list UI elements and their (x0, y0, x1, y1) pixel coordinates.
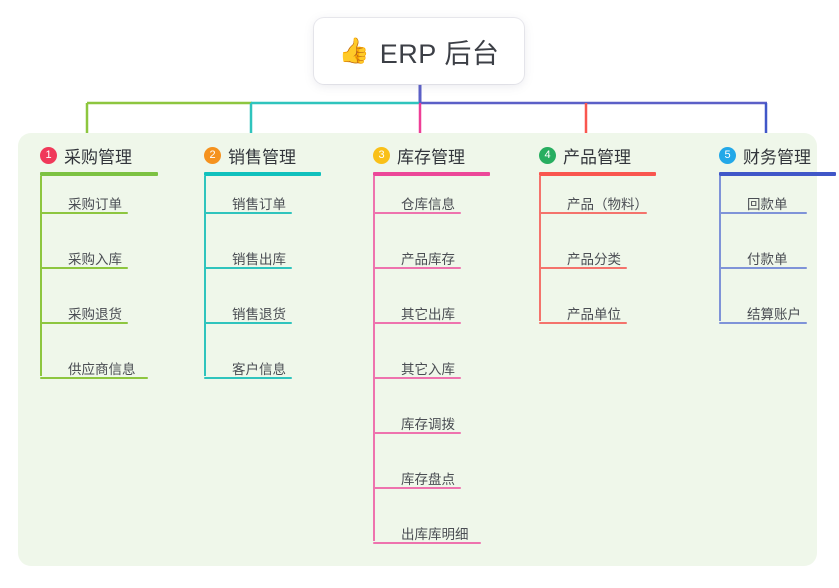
leaf-underline (40, 267, 128, 269)
leaf-underline (539, 212, 647, 214)
leaf-underline (373, 542, 481, 544)
branch-underline (539, 172, 656, 176)
branch-underline (40, 172, 158, 176)
branch-spine (204, 176, 206, 376)
leaf-node[interactable]: 付款单 (747, 252, 788, 267)
root-node-content: 👍 ERP 后台 (339, 32, 500, 71)
branch-spine (719, 176, 721, 321)
leaf-underline (373, 487, 461, 489)
leaf-underline (204, 377, 292, 379)
leaf-node[interactable]: 出库库明细 (401, 527, 469, 542)
leaf-underline (373, 322, 461, 324)
leaf-underline (373, 377, 461, 379)
leaf-underline (204, 212, 292, 214)
leaf-node[interactable]: 产品（物料） (567, 197, 648, 212)
branch-title: 财务管理 (743, 148, 811, 167)
leaf-node[interactable]: 库存调拨 (401, 417, 455, 432)
branch-header-2[interactable]: 2 销售管理 (204, 143, 296, 168)
leaf-node[interactable]: 其它出库 (401, 307, 455, 322)
leaf-underline (539, 267, 627, 269)
branch-header-5[interactable]: 5 财务管理 (719, 143, 811, 168)
leaf-underline (719, 322, 807, 324)
branch-underline (719, 172, 836, 176)
branch-spine (40, 176, 42, 376)
leaf-node[interactable]: 其它入库 (401, 362, 455, 377)
leaf-node[interactable]: 销售出库 (232, 252, 286, 267)
leaf-underline (40, 212, 128, 214)
branch-number-badge: 4 (539, 147, 556, 164)
branch-header-1[interactable]: 1 采购管理 (40, 143, 132, 168)
leaf-node[interactable]: 产品库存 (401, 252, 455, 267)
branch-number-badge: 5 (719, 147, 736, 164)
leaf-node[interactable]: 采购退货 (68, 307, 122, 322)
branch-spine (373, 176, 375, 541)
branch-title: 产品管理 (563, 148, 631, 167)
branch-spine (539, 176, 541, 321)
leaf-node[interactable]: 采购入库 (68, 252, 122, 267)
leaf-underline (719, 212, 807, 214)
leaf-node[interactable]: 库存盘点 (401, 472, 455, 487)
branch-header-3[interactable]: 3 库存管理 (373, 143, 465, 168)
leaf-underline (204, 267, 292, 269)
branch-title: 销售管理 (228, 148, 296, 167)
leaf-underline (373, 432, 461, 434)
leaf-underline (40, 377, 148, 379)
leaf-underline (719, 267, 807, 269)
branch-underline (373, 172, 490, 176)
leaf-underline (373, 212, 461, 214)
leaf-node[interactable]: 供应商信息 (68, 362, 136, 377)
leaf-underline (373, 267, 461, 269)
branch-number-badge: 2 (204, 147, 221, 164)
branch-number-badge: 3 (373, 147, 390, 164)
branch-underline (204, 172, 321, 176)
thumbs-up-icon: 👍 (338, 36, 370, 65)
leaf-node[interactable]: 回款单 (747, 197, 788, 212)
leaf-node[interactable]: 结算账户 (747, 307, 801, 322)
branch-number-badge: 1 (40, 147, 57, 164)
leaf-underline (40, 322, 128, 324)
branch-title: 库存管理 (397, 148, 465, 167)
leaf-node[interactable]: 销售退货 (232, 307, 286, 322)
branch-title: 采购管理 (64, 148, 132, 167)
branch-header-4[interactable]: 4 产品管理 (539, 143, 631, 168)
leaf-node[interactable]: 仓库信息 (401, 197, 455, 212)
leaf-node[interactable]: 客户信息 (232, 362, 286, 377)
leaf-node[interactable]: 产品分类 (567, 252, 621, 267)
leaf-node[interactable]: 产品单位 (567, 307, 621, 322)
branches-panel (18, 133, 817, 566)
leaf-underline (539, 322, 627, 324)
root-node-title: ERP 后台 (379, 38, 500, 69)
leaf-underline (204, 322, 292, 324)
root-node-card[interactable]: 👍 ERP 后台 (314, 18, 524, 84)
leaf-node[interactable]: 采购订单 (68, 197, 122, 212)
leaf-node[interactable]: 销售订单 (232, 197, 286, 212)
